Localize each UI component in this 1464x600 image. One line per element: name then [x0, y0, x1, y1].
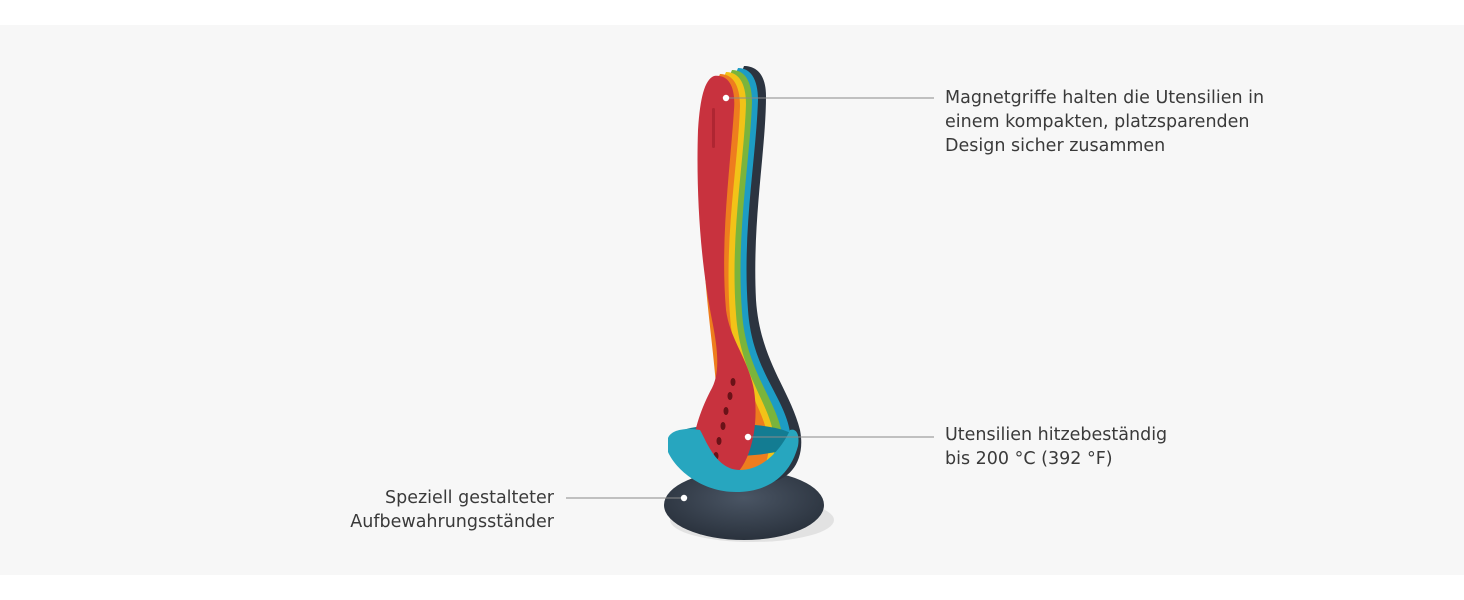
callout-leader-lines: [566, 97, 934, 499]
callout-magnet-handles: Magnetgriffe halten die Utensilien in ei…: [945, 86, 1264, 158]
callout-stand-line-2: Aufbewahrungsständer: [350, 512, 554, 532]
stand-base: [664, 470, 824, 540]
callout-stand-line-1: Speziell gestalteter: [385, 488, 554, 508]
stand-cup: [668, 428, 799, 492]
spoon-slots: [713, 378, 736, 460]
callout-heat-line-1: Utensilien hitzebeständig: [945, 425, 1168, 445]
callout-magnet-line-2: einem kompakten, platzsparenden: [945, 112, 1250, 132]
callout-heat-resistant: Utensilien hitzebeständig bis 200 °C (39…: [945, 423, 1167, 471]
callout-pointer-dots: [680, 94, 752, 502]
handle-engraving: [712, 108, 715, 148]
callout-storage-stand: Speziell gestalteter Aufbewahrungsstände…: [300, 486, 554, 534]
callout-heat-line-2: bis 200 °C (392 °F): [945, 449, 1113, 469]
utensil-red-slotted-spoon: [693, 75, 756, 480]
callout-magnet-line-3: Design sicher zusammen: [945, 136, 1166, 156]
callout-magnet-line-1: Magnetgriffe halten die Utensilien in: [945, 88, 1265, 108]
